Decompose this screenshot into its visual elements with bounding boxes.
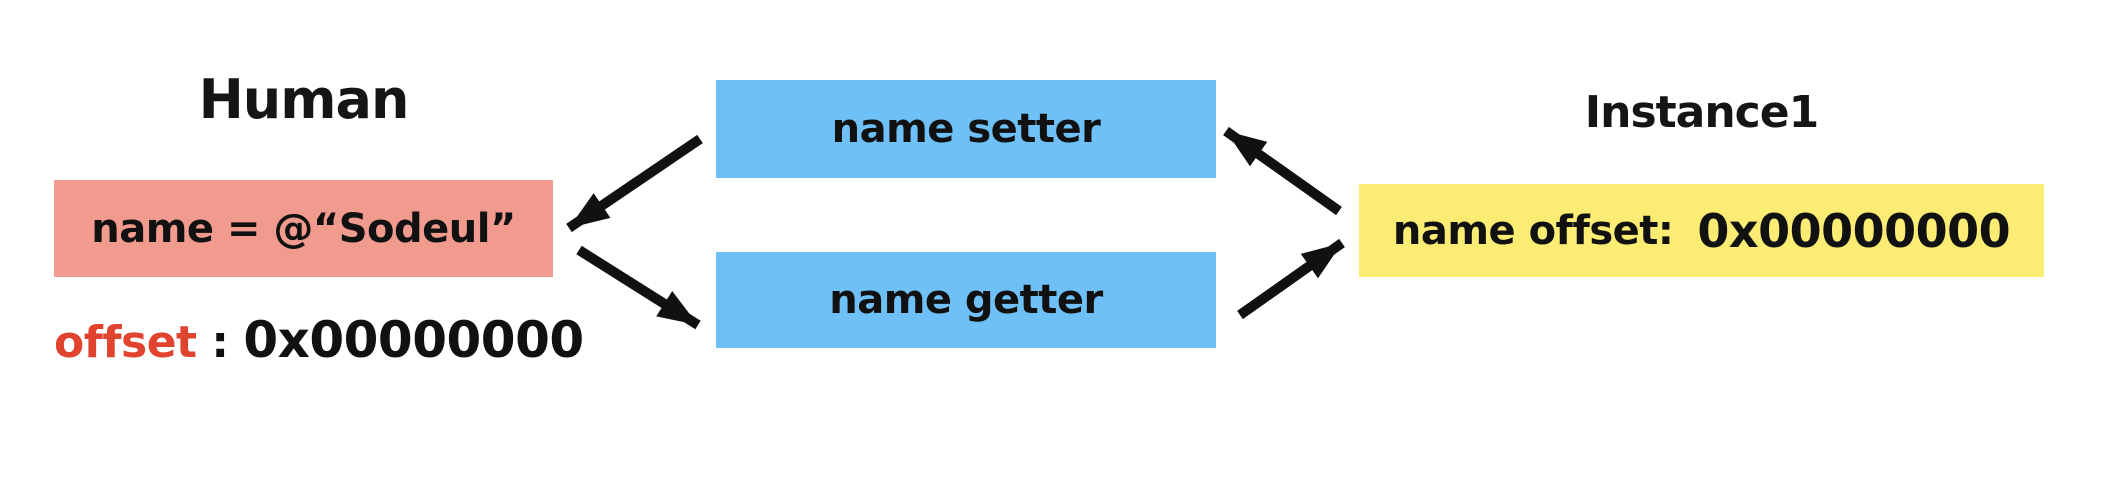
name-getter-box: name getter [716,252,1216,348]
instance-offset-value: 0x00000000 [1697,203,2011,258]
human-offset-separator: : [196,317,244,368]
name-setter-label: name setter [831,106,1101,152]
human-name-box-text: name = @“Sodeul” [91,205,516,252]
human-offset-line: offset : 0x00000000 [54,314,614,369]
name-setter-box: name setter [716,80,1216,178]
instance-offset-label: name offset: [1392,207,1674,254]
human-offset-value: 0x00000000 [243,311,584,369]
arrow-instance-box-to-setter-icon [1223,126,1342,216]
name-getter-label: name getter [829,277,1103,323]
arrow-getter-to-instance-box-icon [1237,238,1345,320]
human-name-box: name = @“Sodeul” [54,180,553,277]
human-offset-label: offset [54,317,197,368]
arrow-setter-to-human-box-icon [566,134,703,233]
human-title: Human [198,68,410,131]
instance-offset-box: name offset: 0x00000000 [1359,184,2044,277]
instance-title: Instance1 [1584,87,1819,138]
